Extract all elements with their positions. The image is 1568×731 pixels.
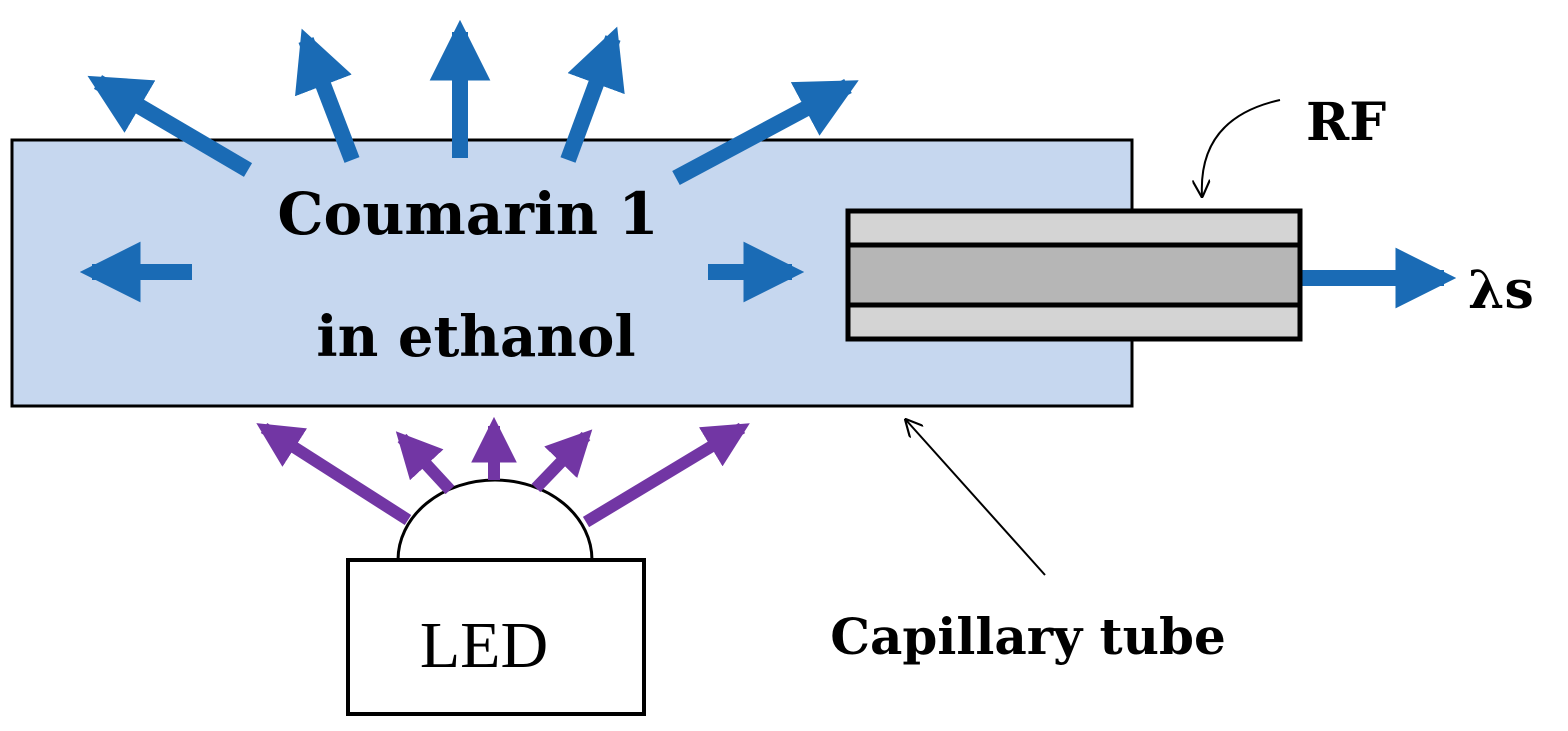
arrow-icon bbox=[560, 26, 625, 163]
led-box bbox=[346, 558, 646, 716]
emission-arrows bbox=[79, 19, 1457, 309]
led-dome bbox=[396, 478, 594, 561]
curved-arrow-icon bbox=[1202, 99, 1281, 196]
capillary-label: Capillary tube bbox=[830, 607, 1226, 666]
fiber-core bbox=[845, 242, 1303, 308]
solution-label-line2: in ethanol bbox=[316, 304, 635, 370]
arrow-icon bbox=[906, 420, 1046, 576]
capillary-tube bbox=[845, 208, 1303, 342]
arrow-icon bbox=[531, 429, 593, 493]
rf-label: RF bbox=[1306, 92, 1386, 153]
arrow-icon bbox=[295, 28, 360, 163]
arrow-icon bbox=[395, 431, 455, 495]
arrow-icon bbox=[256, 422, 412, 526]
signal-label: λs bbox=[1468, 260, 1534, 321]
led-source bbox=[346, 478, 646, 716]
arrow-icon bbox=[672, 78, 859, 186]
solution-label-line1: Coumarin 1 bbox=[277, 180, 658, 248]
arrow-icon bbox=[582, 422, 750, 528]
excitation-arrows bbox=[256, 416, 750, 528]
led-label: LED bbox=[420, 609, 548, 682]
arrow-icon bbox=[87, 75, 253, 177]
